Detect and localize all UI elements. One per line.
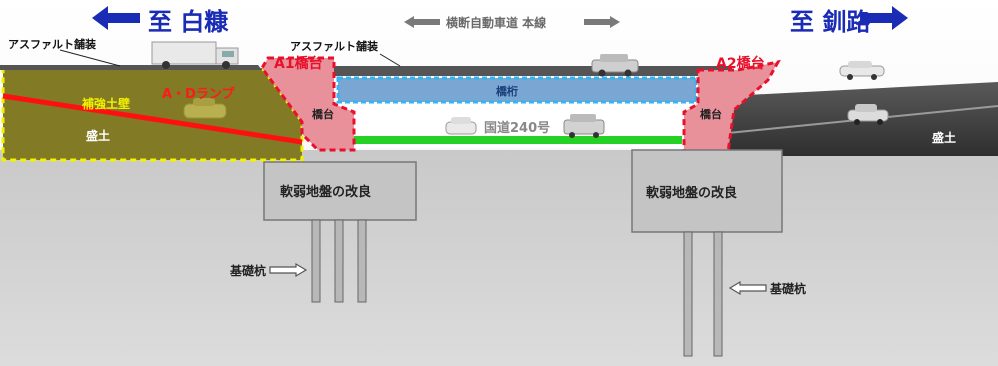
asphalt-left-label: アスファルト舗装 bbox=[8, 37, 96, 51]
abutment-left-label: 橋台 bbox=[312, 107, 334, 121]
a1-abutment-label: A1橋台 bbox=[274, 55, 323, 72]
direction-right-label: 至 釧路 bbox=[790, 8, 871, 36]
ground-improvement-left-label: 軟弱地盤の改良 bbox=[280, 184, 371, 200]
a2-abutment-label: A2橋台 bbox=[716, 55, 765, 72]
foundation-pile bbox=[357, 219, 367, 303]
arrow-right-icon bbox=[860, 6, 908, 30]
car-icon bbox=[445, 117, 477, 135]
suv-icon bbox=[591, 54, 639, 77]
foundation-pile-right-label: 基礎杭 bbox=[769, 281, 806, 296]
asphalt-left-leader bbox=[59, 49, 121, 67]
ad-ramp-line bbox=[2, 93, 303, 145]
truck-icon bbox=[151, 41, 239, 69]
foundation-pile bbox=[311, 219, 321, 303]
asphalt-center-leader bbox=[379, 53, 401, 67]
arrow-right-icon bbox=[584, 16, 620, 28]
suv-icon bbox=[563, 114, 605, 138]
ad-ramp-label: A・Dランプ bbox=[162, 87, 235, 102]
main-road-deck bbox=[300, 66, 732, 76]
main-line-label: 横断自動車道 本線 bbox=[446, 15, 546, 30]
direction-left-label: 至 白糠 bbox=[148, 8, 229, 36]
arrow-left-icon bbox=[92, 6, 140, 30]
asphalt-center-label: アスファルト舗装 bbox=[290, 39, 378, 53]
arrow-left-icon bbox=[404, 16, 440, 28]
embankment-left-label: 盛土 bbox=[86, 128, 110, 143]
arrow-left-icon bbox=[728, 280, 767, 296]
a2-abutment bbox=[682, 59, 781, 154]
left-embankment bbox=[1, 66, 304, 162]
car-icon bbox=[847, 104, 889, 125]
left-asphalt-surface bbox=[0, 65, 262, 70]
ground-improvement-right bbox=[631, 149, 783, 233]
national-route-surface bbox=[350, 136, 682, 144]
abutment-right-label: 橋台 bbox=[700, 107, 722, 121]
foundation-pile-left-label: 基礎杭 bbox=[229, 263, 266, 278]
embankment-right-label: 盛土 bbox=[932, 130, 956, 145]
ground-layer bbox=[0, 150, 998, 366]
bridge-girder bbox=[336, 76, 698, 104]
ground-improvement-left bbox=[263, 161, 417, 221]
national-route-label: 国道240号 bbox=[484, 120, 550, 136]
foundation-pile bbox=[683, 231, 693, 357]
foundation-pile bbox=[713, 231, 723, 357]
foundation-pile bbox=[334, 219, 344, 303]
girder-label: 橋桁 bbox=[496, 84, 518, 98]
ground-improvement-right-label: 軟弱地盤の改良 bbox=[646, 185, 737, 201]
arrow-right-icon bbox=[269, 262, 308, 278]
reinforced-earth-label: 補強土壁 bbox=[81, 96, 130, 111]
car-icon bbox=[183, 98, 227, 119]
a1-abutment bbox=[260, 56, 356, 152]
car-icon bbox=[839, 61, 885, 80]
